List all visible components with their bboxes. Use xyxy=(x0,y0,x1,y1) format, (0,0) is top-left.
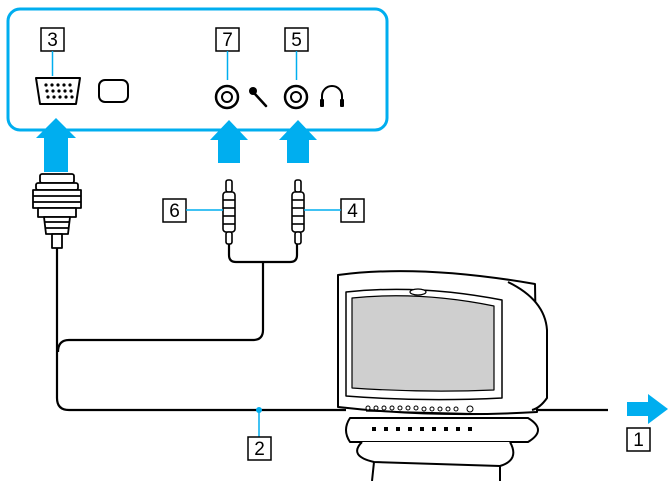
headphone-arrow-icon xyxy=(279,120,317,163)
crt-monitor-icon xyxy=(337,270,548,481)
audio-plug-icon xyxy=(222,179,236,245)
audio-plug-icon xyxy=(291,179,305,245)
callout-4-label: 4 xyxy=(347,201,358,222)
vga-arrow-icon xyxy=(36,118,76,172)
port-panel xyxy=(6,7,389,132)
leader-2-dot xyxy=(256,407,262,413)
microphone-jack-icon xyxy=(214,84,240,110)
callout-3-label: 3 xyxy=(47,30,58,51)
callout-2: 2 xyxy=(247,436,272,461)
headphone-jack-icon xyxy=(283,84,309,110)
microphone-icon xyxy=(249,87,268,108)
mic-arrow-icon xyxy=(210,120,248,163)
cables xyxy=(55,244,608,412)
vga-port-icon xyxy=(35,77,81,105)
monitor-symbol-icon xyxy=(98,79,129,103)
callout-6: 6 xyxy=(162,198,187,223)
callout-5: 5 xyxy=(284,27,309,52)
callout-7: 7 xyxy=(215,27,240,52)
callout-1: 1 xyxy=(626,427,651,452)
callout-3: 3 xyxy=(40,27,65,52)
callout-7-label: 7 xyxy=(222,30,233,51)
callout-2-label: 2 xyxy=(254,439,265,460)
power-arrow-icon xyxy=(627,394,668,424)
vga-connector-icon xyxy=(32,173,82,249)
callout-1-label: 1 xyxy=(633,430,644,451)
callout-6-label: 6 xyxy=(169,201,180,222)
headphones-icon xyxy=(320,85,344,107)
callout-5-label: 5 xyxy=(291,30,302,51)
callout-4: 4 xyxy=(340,198,365,223)
